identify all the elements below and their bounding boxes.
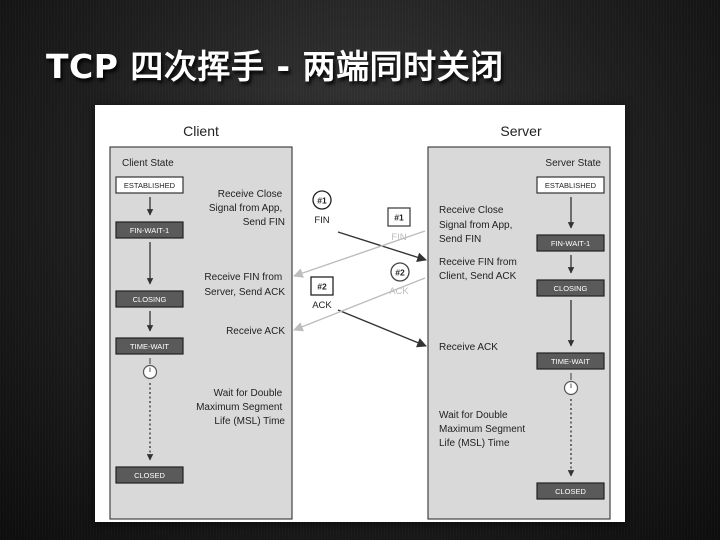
server-note-wait: Wait for Double Maximum Segment Life (MS… [439,410,528,449]
client-state-established-label: ESTABLISHED [124,181,176,190]
server-ack-arrow [293,277,426,332]
client-state-fin-wait-1: FIN-WAIT-1 [115,221,184,239]
client-state-closed: CLOSED [115,466,184,484]
client-note-recv-fin: Receive FIN from Server, Send ACK [204,272,285,298]
client-state-label: Client State [122,158,174,169]
client-note-wait: Wait for Double Maximum Segment Life (MS… [196,388,285,427]
server-fin-label: FIN [391,232,406,243]
server-note-recv-ack: Receive ACK [439,342,498,353]
slide-title: TCP 四次挥手 - 两端同时关闭 [46,47,504,86]
server-fin-badge-number: #1 [394,213,404,223]
server-state-established: ESTABLISHED [536,176,605,194]
server-state-fin-wait-1: FIN-WAIT-1 [536,234,605,252]
server-state-closing-label: CLOSING [554,284,588,293]
server-state-label: Server State [545,158,601,169]
client-note-recv-ack: Receive ACK [226,326,285,337]
client-heading: Client [183,123,219,139]
server-state-time-wait: TIME-WAIT [536,352,605,370]
server-ack-badge: #2 [390,262,410,282]
client-state-time-wait-label: TIME-WAIT [130,342,169,351]
server-ack-badge-number: #2 [395,268,405,278]
server-state-established-label: ESTABLISHED [545,181,597,190]
server-note-send-fin: Receive Close Signal from App, Send FIN [439,205,515,245]
server-timer-icon [563,373,579,396]
client-state-time-wait: TIME-WAIT [115,337,184,355]
client-note-send-fin: Receive Close Signal from App, Send FIN [209,189,285,228]
client-fin-badge: #1 [312,190,332,210]
server-state-closed: CLOSED [536,482,605,500]
client-fin-badge-number: #1 [317,196,327,206]
client-panel [109,146,293,520]
client-fin-label: FIN [314,215,329,226]
server-fin-badge: #1 [387,207,411,227]
client-state-closed-label: CLOSED [134,471,165,480]
server-state-time-wait-label: TIME-WAIT [551,357,590,366]
server-state-closing: CLOSING [536,279,605,297]
server-heading: Server [500,123,542,139]
client-ack-badge: #2 [310,276,334,296]
server-ack-label: ACK [389,286,409,297]
server-state-closed-label: CLOSED [555,487,586,496]
client-ack-badge-number: #2 [317,282,327,292]
client-state-closing: CLOSING [115,290,184,308]
client-state-closing-label: CLOSING [133,295,167,304]
client-state-established: ESTABLISHED [115,176,184,194]
client-ack-arrow [337,309,427,348]
server-note-recv-fin: Receive FIN from Client, Send ACK [439,257,520,282]
client-ack-label: ACK [312,300,332,311]
client-timer-icon [142,358,158,380]
server-panel [427,146,611,520]
client-state-fin-wait-1-label: FIN-WAIT-1 [130,226,169,235]
server-fin-arrow [293,230,426,278]
server-state-fin-wait-1-label: FIN-WAIT-1 [551,239,590,248]
tcp-close-diagram: Client Server Client State Server State … [95,105,625,522]
